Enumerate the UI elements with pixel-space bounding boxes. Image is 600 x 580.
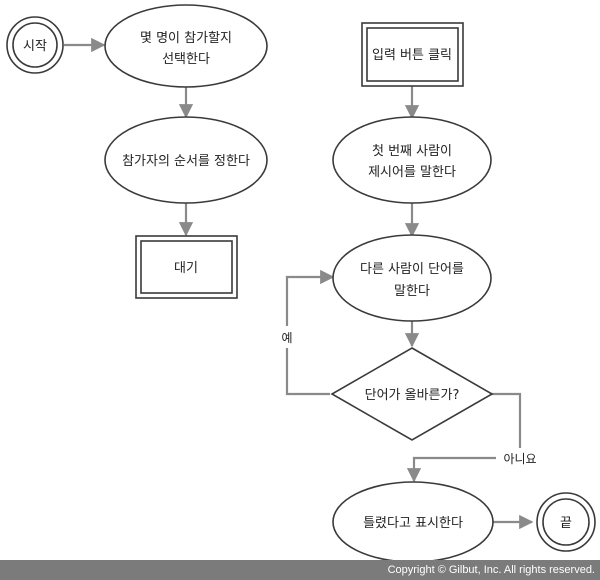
click-input-label: 입력 버튼 클릭	[372, 48, 452, 63]
mark-wrong-node: 틀렸다고 표시한다	[332, 481, 494, 560]
set-order-node: 참가자의 순서를 정한다	[104, 116, 268, 204]
first-word-label-line1: 첫 번째 사람이	[372, 144, 452, 159]
decision-label: 단어가 올바른가?	[365, 388, 460, 403]
wait-node: 대기	[135, 235, 238, 299]
first-word-label-line2: 제시어를 말한다	[368, 165, 456, 180]
choose-count-label-line1: 몇 명이 참가할지	[140, 31, 232, 46]
no-label-bg	[496, 448, 544, 468]
set-order-label: 참가자의 순서를 정한다	[122, 154, 250, 169]
copyright-footer: Copyright © Gilbut, Inc. All rights rese…	[0, 560, 600, 580]
start-node: 시작	[6, 16, 64, 74]
copyright-text: Copyright © Gilbut, Inc. All rights rese…	[387, 564, 595, 576]
mark-wrong-label: 틀렸다고 표시한다	[363, 516, 463, 531]
other-word-node: 다른 사람이 단어를 말한다	[332, 234, 492, 322]
other-word-label-line2: 말한다	[394, 284, 430, 299]
end-node: 끝	[536, 492, 596, 552]
choose-count-node: 몇 명이 참가할지 선택한다	[104, 4, 268, 88]
yes-label: 예	[281, 331, 292, 345]
end-label: 끝	[560, 516, 572, 531]
other-word-label-line1: 다른 사람이 단어를	[360, 262, 464, 277]
yes-label-bg	[276, 326, 298, 348]
wait-label: 대기	[174, 261, 198, 276]
choose-count-label-line2: 선택한다	[162, 52, 210, 67]
flowchart-diagram: 시작 몇 명이 참가할지 선택한다 참가자의 순서를 정한다 대기 입력 버튼 …	[6, 4, 596, 560]
click-input-node: 입력 버튼 클릭	[361, 22, 464, 87]
first-word-node: 첫 번째 사람이 제시어를 말한다	[332, 116, 492, 204]
start-label: 시작	[23, 39, 47, 54]
no-label: 아니요	[503, 452, 536, 466]
decision-node: 단어가 올바른가?	[330, 347, 494, 441]
